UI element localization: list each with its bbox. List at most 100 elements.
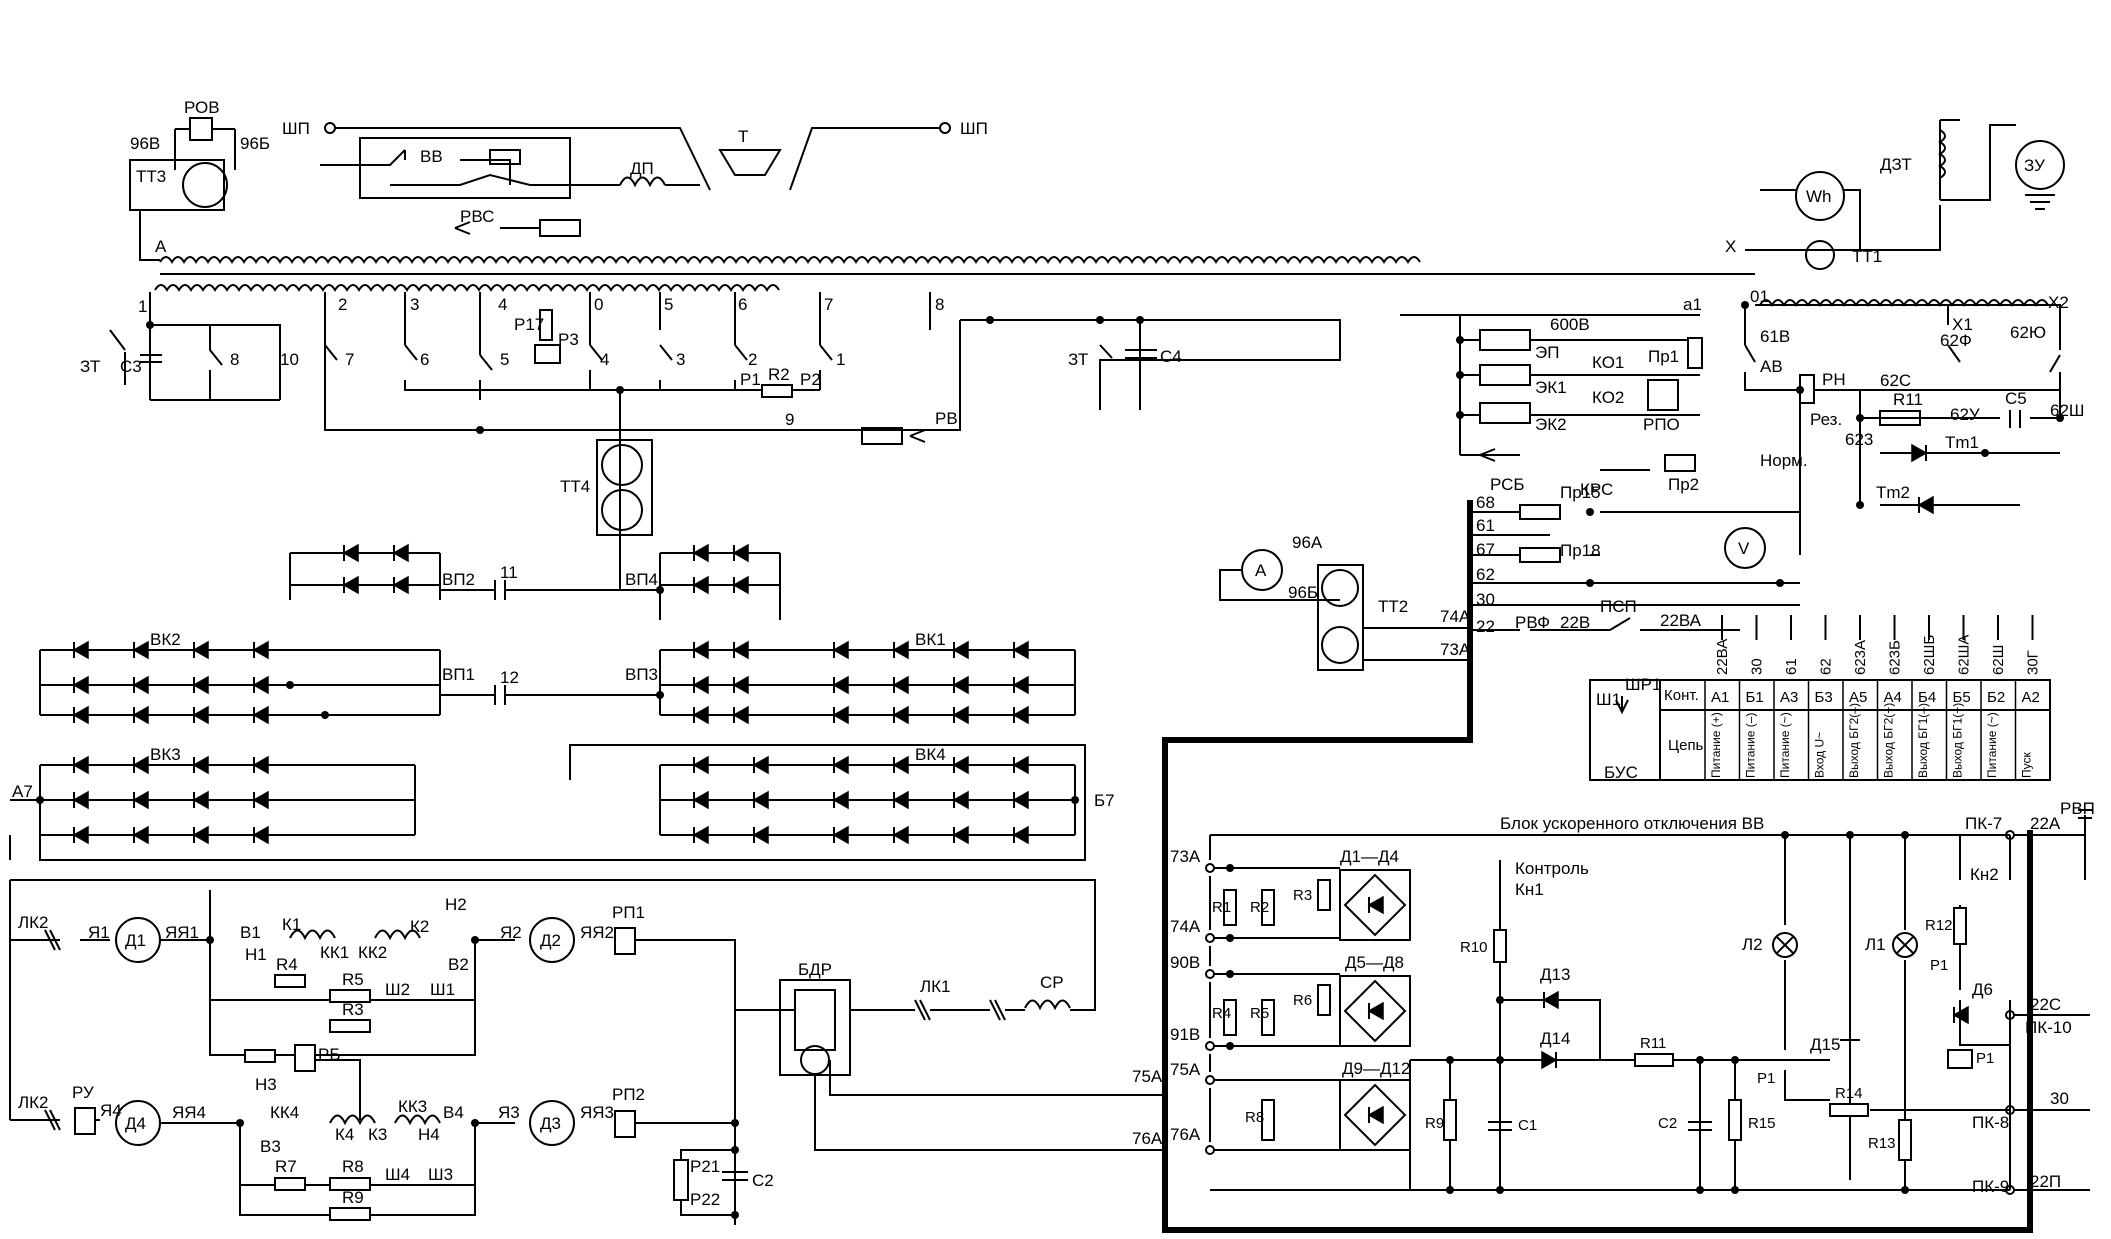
kontrol-label: Контроль (1515, 859, 1589, 878)
62f-label: 62Ф (1940, 331, 1972, 350)
block-r3 (1317, 879, 1331, 911)
c5-label: С5 (2005, 389, 2027, 408)
connector-wire-label: 623А (1852, 640, 1869, 675)
block-r12 (1953, 907, 1967, 945)
connector-pin: А4 (1884, 689, 1902, 706)
connector-function: Выход БГ2(–) (1847, 703, 1861, 778)
block-r2 (1261, 889, 1275, 926)
kk4-label: КК4 (270, 1103, 299, 1122)
bdr-frame (779, 979, 851, 1076)
connector-function: Питание (–) (1744, 713, 1758, 778)
v1-label: В1 (240, 923, 261, 942)
in-75a: 75А (1170, 1060, 1201, 1079)
p1b-label: Р1 (1976, 1050, 1994, 1067)
96v-label: 96В (130, 134, 160, 153)
connector-wire-label: 62ШБ (1921, 635, 1938, 675)
tap-2: 2 (338, 295, 347, 314)
block-r10 (1493, 929, 1507, 963)
sh4-label: Ш4 (385, 1165, 410, 1184)
a1-label: а1 (1683, 295, 1702, 314)
wire-62: 62 (1476, 565, 1495, 584)
k1-label: К1 (282, 915, 301, 934)
winding-01-x2 (1759, 299, 2049, 307)
connector-pin: А3 (1780, 689, 1798, 706)
tap-3: 3 (410, 295, 419, 314)
a-label: А (155, 237, 167, 256)
x1-label: Х1 (1952, 315, 1973, 334)
bridge-d1-d4 (1339, 869, 1411, 941)
block-r9 (1443, 1099, 1457, 1141)
contact-7: 7 (345, 350, 354, 369)
rn-label: РН (1822, 370, 1846, 389)
lamp-l1 (1892, 932, 1918, 958)
b7-label: Б7 (1094, 791, 1115, 810)
a7-label: А7 (12, 782, 33, 801)
ya4-label: Я4 (100, 1101, 122, 1120)
vk4-label: ВК4 (915, 745, 946, 764)
vv-label: ВВ (420, 147, 443, 166)
pr18-fuse (1519, 547, 1561, 563)
62u-label: 62У (1950, 405, 1980, 424)
tt2-ring-bottom (1321, 626, 1359, 664)
rsb-label: РСБ (1490, 475, 1525, 494)
30-label: 30 (2050, 1089, 2069, 1108)
ep-relay (1479, 329, 1531, 351)
pr2-fuse (1664, 454, 1696, 472)
01-label: 01 (1750, 287, 1769, 306)
connector-wire-label: 30 (1749, 658, 1766, 675)
contact-10: 10 (280, 350, 299, 369)
d58-label: Д5—Д8 (1345, 953, 1404, 972)
lk2b-label: ЛК2 (18, 1093, 49, 1112)
h3-label: Н3 (255, 1075, 277, 1094)
sr-label: СР (1040, 973, 1064, 992)
psp-label: ПСП (1600, 597, 1637, 616)
tt3-ring (182, 162, 228, 208)
connector-function: Выход БГ1(–) (1916, 703, 1930, 778)
dzt-coil (1938, 129, 1946, 179)
pk9-label: ПК-9 (1972, 1177, 2009, 1196)
p1-relay (1947, 1049, 1973, 1069)
lk2a-label: ЛК2 (18, 913, 49, 932)
ep-label: ЭП (1535, 343, 1559, 362)
d6-label: Д6 (1972, 980, 1993, 999)
x2-label: Х2 (2048, 293, 2069, 312)
contact-4: 4 (600, 350, 609, 369)
r5-resistor (329, 989, 371, 1003)
tt2-label: ТТ2 (1378, 597, 1408, 616)
rb-label: РБ (318, 1045, 341, 1064)
ek2-label: ЭК2 (1535, 415, 1567, 434)
t-label: Т (738, 127, 748, 146)
r13-label: R13 (1868, 1135, 1896, 1152)
75a-motor-label: 75А (1132, 1067, 1163, 1086)
tt4-ring-top (601, 444, 643, 486)
bdr-label: БДР (798, 960, 832, 979)
rv-coil (861, 427, 903, 445)
tt2-ring-top (1321, 569, 1359, 607)
d13-label: Д13 (1540, 965, 1570, 984)
connector-wire-label: 62ША (1956, 635, 1973, 675)
sh2-label: Ш2 (385, 980, 410, 999)
ko1-label: КО1 (1592, 353, 1624, 372)
block-r6 (1317, 984, 1331, 1016)
connector-function: Вход U~ (1813, 732, 1827, 778)
b2-label: В2 (448, 955, 469, 974)
tap-switch-section: 1 2 3 4 0 5 6 7 8 8 10 7 6 5 4 3 2 1 ЗТ … (80, 292, 1341, 590)
r14-label: R14 (1835, 1085, 1863, 1102)
primary-winding (159, 256, 1421, 264)
contact-1: 1 (836, 350, 845, 369)
r17-label: Р17 (514, 315, 544, 334)
vk1-label: ВК1 (915, 630, 946, 649)
kk2-label: КК2 (358, 943, 387, 962)
ek1-relay (1479, 364, 1531, 386)
c3-capacitor (140, 354, 162, 363)
rp1-relay (614, 927, 636, 955)
connector-function: Выход БГ1(+) (1951, 703, 1965, 778)
ru-label: РУ (72, 1083, 94, 1102)
connector-pin: Б5 (1953, 689, 1971, 706)
n11-label: 11 (500, 563, 518, 582)
in-74a: 74А (1170, 917, 1201, 936)
wh-meter (1795, 171, 1845, 221)
rov-label: РОВ (184, 98, 220, 117)
shp-left-label: ШП (282, 119, 310, 138)
shp-right-terminal (939, 122, 951, 134)
